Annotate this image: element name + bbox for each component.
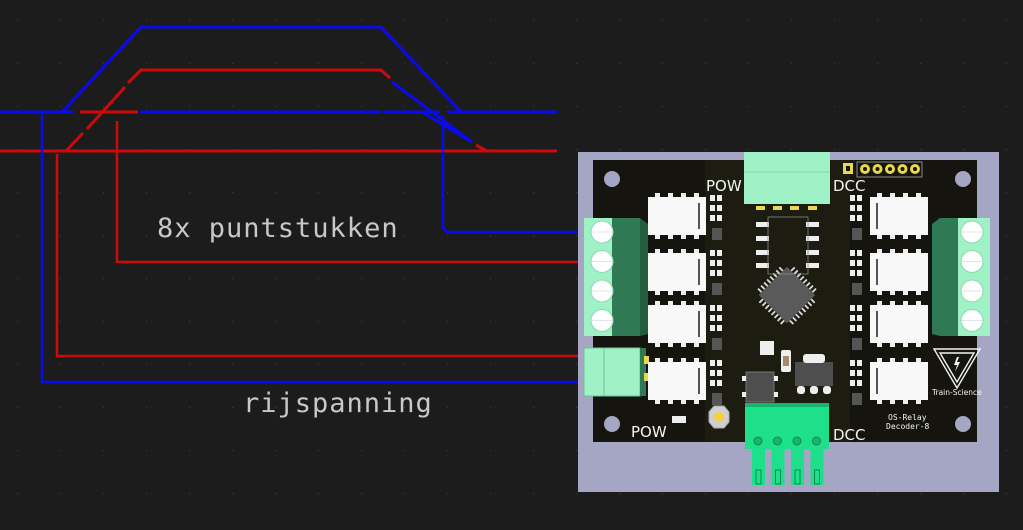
transistor [852,393,862,405]
top-connector-pads [756,206,817,210]
transistor [852,283,862,295]
board-title-line1: OS-Relay [888,413,927,422]
left-power-terminal [583,347,649,397]
frog-wires-label: 8x puntstukken [157,213,399,244]
connector-pin [791,449,804,485]
train-science-logo [932,348,982,390]
transistor [852,338,862,350]
pin-header [843,161,923,178]
relay [648,305,706,343]
mounting-hole [955,416,971,432]
capacitor [760,341,774,355]
bridge-rectifier [742,371,778,403]
transistor [712,393,722,405]
voltage-regulator [795,354,833,394]
silkscreen-pow-bottom: POW [631,423,667,441]
silkscreen-dcc-bottom: DCC [833,426,866,444]
wire-blue-track-power [40,114,583,384]
relay [870,362,928,400]
silkscreen-dcc-top: DCC [833,177,866,195]
blue-turnout-right-lower [421,110,473,144]
top-terminal-block [744,152,830,204]
track-power-label: rijspanning [243,388,433,419]
red-turnout-left-rail [64,85,127,153]
track-layout [0,25,557,153]
relay [648,197,706,235]
mounting-hole [604,171,620,187]
wire-blue-frog [441,116,583,234]
transistor [712,283,722,295]
relay [870,253,928,291]
push-button [708,405,730,429]
red-siding-rail [126,68,391,85]
relay [648,253,706,291]
wire-red-track-power [55,154,588,358]
connector-pin [752,449,765,485]
blue-siding-rail [60,25,463,114]
bottom-connector [745,403,829,485]
mounting-hole [955,171,971,187]
connector-pin [771,449,785,485]
optocoupler-chip [756,216,819,275]
wire-red-frog [115,121,583,264]
status-led [672,416,686,423]
blue-turnout-right-rail [391,80,473,144]
red-turnout-right-end [475,143,488,153]
relay [648,362,706,400]
silkscreen-pow-top: POW [706,177,742,195]
relay [870,197,928,235]
left-4pin-terminal [584,218,648,336]
feed-wires [40,114,588,384]
relay-group [648,193,928,404]
pcb-board: POW DCC POW DCC OS-Relay Decoder-8 Train… [578,152,999,492]
brand-label: Train-Science [931,388,982,397]
mounting-hole [604,416,620,432]
relay [870,305,928,343]
transistor [712,228,722,240]
board-title-line2: Decoder-8 [886,422,930,431]
transistor [852,228,862,240]
connector-pin [810,449,824,485]
transistor [712,338,722,350]
right-4pin-terminal [932,218,990,336]
